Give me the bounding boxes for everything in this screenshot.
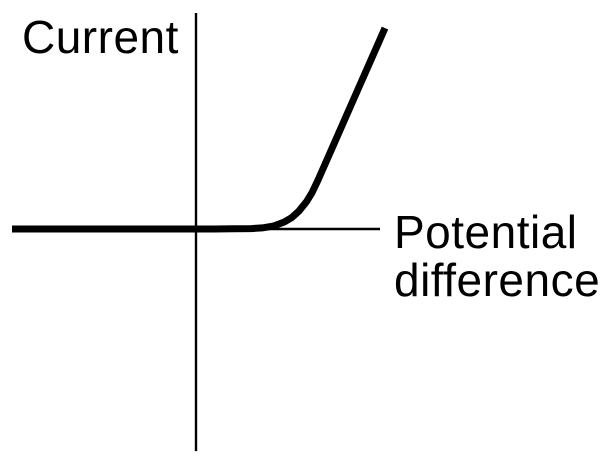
iv-curve: [12, 26, 389, 233]
y-axis-label: Current: [22, 11, 179, 63]
x-axis-label: Potential difference: [394, 206, 601, 306]
